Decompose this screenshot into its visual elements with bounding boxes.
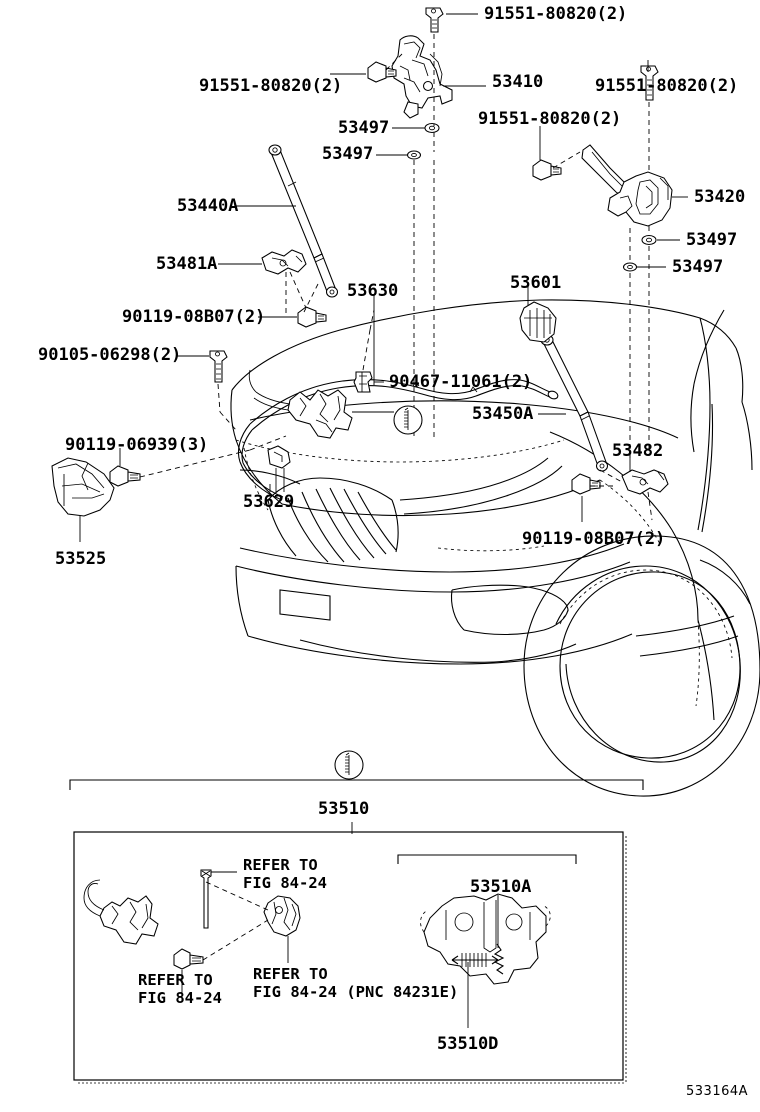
label-53525: 53525 [55,549,107,569]
part-53420-hood-hinge [581,144,673,227]
label-53497-upper-right: 53497 [686,230,738,250]
fastener-washer-53497-c [641,234,657,246]
label-53497-lower-left: 53497 [322,144,374,164]
refer-note-top: REFER TO FIG 84-24 [243,856,327,893]
label-90105-06298: 90105-06298(2) [38,345,182,365]
fastener-bolt-top-center [425,7,444,33]
part-53525-hood-seal [51,457,115,517]
refer-note-middle: REFER TO FIG 84-24 (PNC 84231E) [253,965,459,1002]
part-53410-hood-lock-assembly [391,35,453,119]
figure-id-code: 533164A [686,1084,749,1099]
label-91551-80820-mid: 91551-80820(2) [478,109,622,129]
part-53482-strut-bracket [621,469,669,495]
label-53510: 53510 [318,799,370,819]
label-53497-lower-right: 53497 [672,257,724,277]
fastener-clip-90467-11061 [353,371,373,393]
part-53601-hood-stay-holder [519,301,557,343]
part-53629-hood-lock-support [248,369,353,492]
vehicle-hidden-lines [235,439,733,707]
label-53450A: 53450A [472,404,534,424]
part-53440A-hood-support-strut [268,144,339,298]
fastener-bolt-middle [532,159,562,181]
refer-note-left: REFER TO FIG 84-24 [138,971,222,1008]
part-53481A-strut-bracket [261,249,307,275]
detail-part-lock-left [83,879,159,945]
detail-53510A-leaders [467,895,499,1028]
hood-release-cable-53630 [237,378,559,501]
label-91551-80820-right: 91551-80820(2) [595,76,739,96]
fastener-bolt-90105-06298 [209,350,228,383]
label-90119-08B07-left: 90119-08B07(2) [122,307,266,327]
label-53497-upper-left: 53497 [338,118,390,138]
fastener-bolt-90119-08B07-left [297,306,327,328]
label-53481A: 53481A [156,254,218,274]
label-53410: 53410 [492,72,544,92]
label-91551-80820-top-center: 91551-80820(2) [484,4,628,24]
label-53420: 53420 [694,187,746,207]
label-53482: 53482 [612,441,664,461]
label-53440A: 53440A [177,196,239,216]
label-53510D: 53510D [437,1034,499,1054]
fastener-washer-53497-b [406,150,422,160]
callout-circle-1-main [393,405,423,435]
fastener-washer-53497-a [424,122,440,134]
fastener-bolt-90119-06939 [109,465,141,487]
part-53450A-hood-support-strut [540,334,609,472]
fastener-bolt-90119-08B07-right [571,473,601,495]
detail-part-bolt [173,948,204,970]
label-53630: 53630 [347,281,399,301]
label-90119-08B07-right: 90119-08B07(2) [522,529,666,549]
label-53629: 53629 [243,492,295,512]
fastener-bolt-left [367,61,397,83]
detail-part-clip [263,895,301,937]
label-90467-11061: 90467-11061(2) [389,372,533,392]
assembly-dashed-lines [139,34,653,521]
label-53601: 53601 [510,273,562,293]
fastener-washer-53497-d [622,262,638,272]
label-91551-80820-left: 91551-80820(2) [199,76,343,96]
label-53510A: 53510A [470,877,532,897]
label-90119-06939: 90119-06939(3) [65,435,209,455]
detail-part-rod [200,869,212,929]
